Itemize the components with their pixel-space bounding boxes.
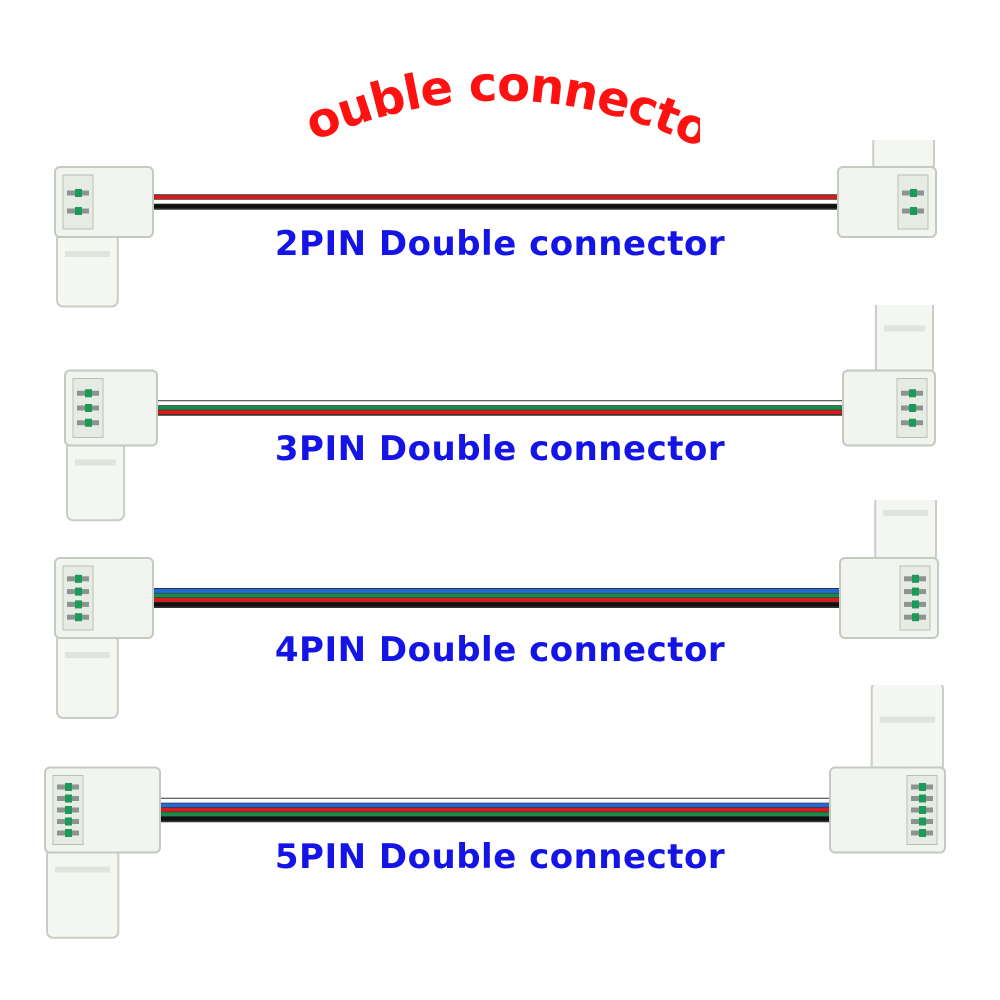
product-label-4pin: 4PIN Double connector: [274, 630, 726, 670]
clip-ridge: [883, 510, 928, 516]
wire: [157, 405, 843, 410]
pin-marker: [75, 207, 82, 215]
connector-right: [842, 305, 936, 447]
pin-marker: [909, 418, 916, 427]
wire: [153, 593, 840, 598]
pin-window: [897, 174, 929, 230]
pin-marker: [919, 794, 926, 803]
connector-left: [64, 369, 158, 522]
pin-marker: [85, 418, 92, 427]
clip-flap: [874, 500, 937, 563]
connector-left: [44, 766, 161, 939]
clip-ridge: [65, 652, 110, 658]
wire: [160, 803, 830, 808]
pin-marker: [919, 817, 926, 826]
wire: [157, 410, 843, 415]
wire: [157, 401, 843, 406]
wire: [153, 199, 838, 204]
wire: [160, 816, 830, 821]
pin-marker: [65, 829, 72, 837]
product-label-2pin: 2PIN Double connector: [274, 224, 726, 264]
connector-left: [54, 166, 154, 308]
clip-flap: [872, 140, 935, 172]
pin-marker: [919, 783, 926, 791]
connector-cable-3pin: [64, 305, 936, 522]
product-label-3pin: 3PIN Double connector: [274, 429, 726, 469]
wire: [160, 798, 830, 803]
pin-marker: [85, 404, 92, 412]
pin-marker: [75, 613, 82, 622]
connector-cable-4pin: [54, 500, 939, 719]
wire: [153, 589, 840, 593]
pin-marker: [65, 794, 72, 803]
wire: [153, 602, 840, 607]
clip-flap: [874, 305, 934, 376]
wire: [153, 204, 838, 209]
pin-marker: [910, 207, 917, 215]
product-label-5pin: 5PIN Double connector: [274, 837, 726, 877]
pin-marker: [919, 806, 926, 814]
clip-ridge: [65, 251, 110, 257]
wire: [160, 807, 830, 812]
pin-marker: [65, 783, 72, 791]
pin-marker: [65, 806, 72, 814]
pin-marker: [910, 189, 917, 197]
wire: [160, 812, 830, 817]
pin-marker: [75, 574, 82, 583]
wire: [153, 598, 840, 602]
pin-marker: [75, 189, 82, 197]
connector-left: [54, 557, 154, 719]
clip-ridge: [55, 866, 111, 873]
pin-window: [62, 174, 94, 230]
pin-marker: [75, 600, 82, 609]
pin-marker: [919, 829, 926, 837]
connector-right: [837, 140, 937, 238]
clip-ridge: [879, 716, 935, 723]
pin-marker: [85, 389, 92, 398]
connector-cable-5pin: [44, 685, 946, 939]
clip-flap: [870, 685, 944, 773]
wire: [153, 195, 838, 200]
connector-right: [829, 685, 946, 854]
pin-marker: [909, 404, 916, 412]
connector-right: [839, 500, 939, 639]
pin-marker: [912, 613, 919, 622]
pin-marker: [75, 587, 82, 596]
pin-marker: [909, 389, 916, 398]
connector-cable-2pin: [54, 140, 937, 308]
clip-ridge: [883, 325, 925, 332]
pin-marker: [912, 574, 919, 583]
pin-marker: [912, 600, 919, 609]
pin-marker: [912, 587, 919, 596]
main-title: Double connector: [300, 48, 700, 158]
title-arc: Double connector: [300, 48, 700, 158]
clip-ridge: [75, 459, 117, 466]
pin-marker: [65, 817, 72, 826]
